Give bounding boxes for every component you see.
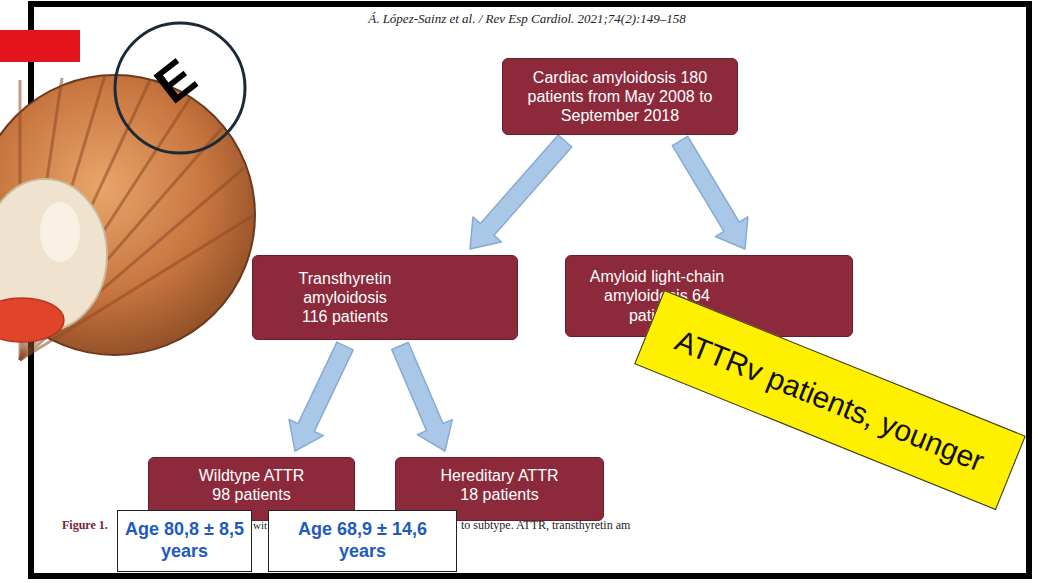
citation-text: Á. López-Sainz et al. / Rev Esp Cardiol.… (277, 11, 777, 27)
process-box: Cardiac amyloidosis 180 patients from Ma… (502, 58, 738, 135)
node-text: E (145, 50, 204, 112)
caption-text: wit (253, 519, 267, 532)
flow-arrow (470, 135, 572, 249)
red-tab (0, 30, 80, 62)
node-text: ATTRv patients, younger (671, 323, 989, 477)
node-text: Wildtype ATTR 98 patients (192, 466, 312, 504)
flow-arrow (672, 136, 748, 249)
caption-text: to subtype. ATTR, transthyretin am (461, 518, 630, 532)
node-text: Age 80,8 ± 8,5 years (123, 519, 246, 562)
node-text: Age 68,9 ± 14,6 years (274, 519, 451, 562)
flow-arrow (289, 342, 353, 451)
caption-text: Figure 1. (62, 518, 108, 532)
scallop-shell (0, 75, 255, 360)
scallop-roe (0, 298, 64, 342)
node-text: Transthyretin amyloidosis 116 patients (291, 269, 399, 327)
process-box: Transthyretin amyloidosis 116 patients (252, 255, 518, 340)
age-box: Age 68,9 ± 14,6 years (268, 510, 457, 572)
node-text: Hereditary ATTR 18 patients (438, 466, 562, 504)
flow-arrow (392, 342, 452, 451)
badge-circle: E (112, 20, 248, 156)
meat-shine (40, 202, 80, 262)
shell-body (0, 75, 255, 355)
age-box: Age 80,8 ± 8,5 years (117, 510, 252, 572)
circle-outline (115, 23, 245, 153)
node-text: Cardiac amyloidosis 180 patients from Ma… (511, 68, 729, 126)
